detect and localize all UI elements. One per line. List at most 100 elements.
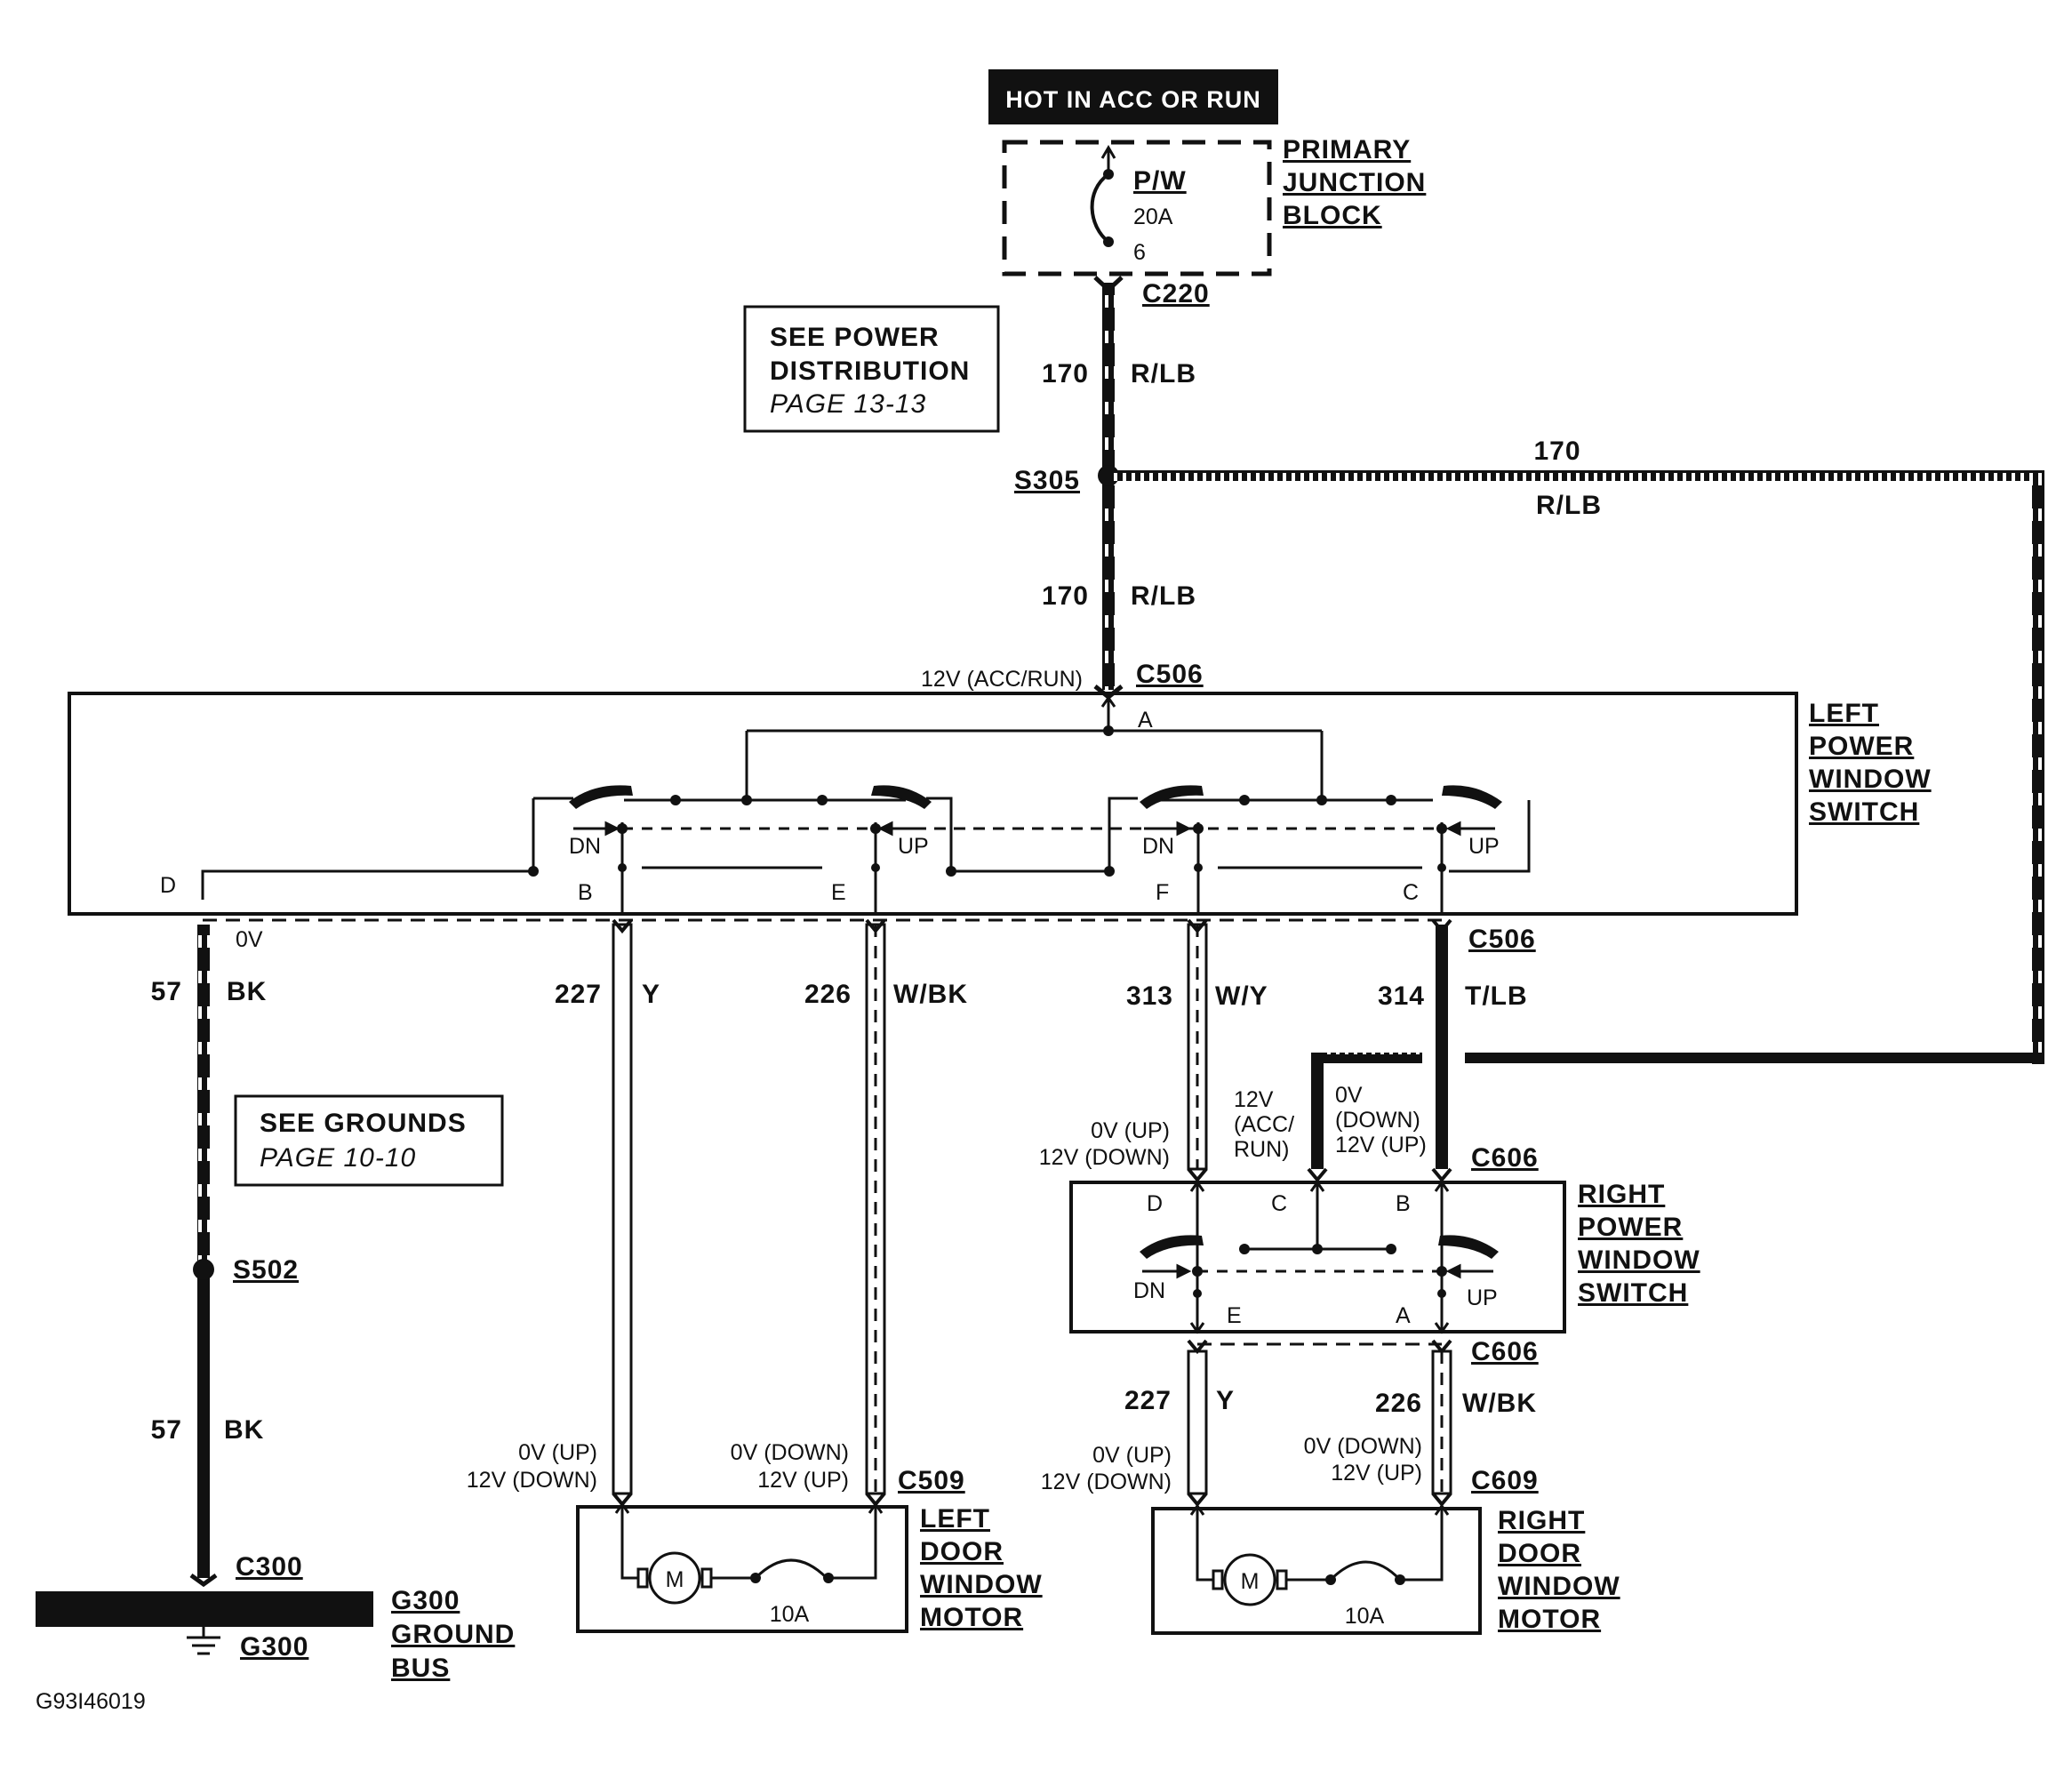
wire-313-color: W/Y — [1215, 981, 1268, 1011]
wire-313 — [1187, 923, 1208, 1171]
c606-bottom-terminals — [1187, 1339, 1452, 1355]
v-up0-c: 0V (UP) — [1092, 1443, 1172, 1468]
c606-top-label: C606 — [1471, 1143, 1539, 1173]
right-switch-pin-a: A — [1396, 1303, 1411, 1328]
grounds-ref-line-1: SEE GROUNDS — [260, 1109, 467, 1138]
wire-170-right-circuit: 170 — [1533, 436, 1580, 466]
ground-bus-line-3: BUS — [391, 1654, 450, 1683]
v-down12-b: 12V (DOWN) — [1039, 1145, 1170, 1170]
s502-label: S502 — [233, 1255, 299, 1285]
power-ref-line-3: PAGE 13-13 — [770, 389, 926, 419]
right-switch-title-2: POWER — [1578, 1213, 1683, 1242]
wire-170-upper-circuit: 170 — [1042, 359, 1089, 388]
v-up0-a: 0V (UP) — [518, 1440, 597, 1465]
right-switch-pin-b: B — [1396, 1191, 1411, 1216]
right-switch-contacts — [1140, 1235, 1499, 1298]
left-wire-terminals — [612, 918, 886, 934]
right-motor-title-3: WINDOW — [1498, 1572, 1620, 1601]
left-switch-pin-c: C — [1403, 880, 1419, 905]
c300-connector — [189, 1573, 218, 1588]
v-up0-b: 0V (UP) — [1091, 1118, 1170, 1143]
left-switch-pin-b: B — [578, 880, 593, 905]
left-breaker-terminal-1 — [750, 1573, 761, 1583]
junction-block-label: PRIMARY JUNCTION BLOCK — [1283, 135, 1426, 230]
power-ref-line-2: DISTRIBUTION — [770, 356, 970, 386]
left-switch-pin-d: D — [160, 873, 176, 898]
c606-top-connector — [1187, 1167, 1452, 1183]
right-switch-up: UP — [1467, 1285, 1498, 1310]
v-down12-c: 12V (DOWN) — [1041, 1470, 1172, 1494]
junction-block-line-1: PRIMARY — [1283, 135, 1411, 164]
c220-label: C220 — [1142, 279, 1210, 308]
ground-bus-label: G300 GROUND BUS — [391, 1586, 515, 1683]
wire-57-upper — [197, 925, 210, 1264]
right-motor-symbol: M — [1241, 1569, 1260, 1594]
right-motor-title-1: RIGHT — [1498, 1506, 1585, 1535]
wire-227-left-color: Y — [642, 980, 660, 1009]
ground-bus-line-1: G300 — [391, 1586, 460, 1615]
v-up12-b: 12V (UP) — [1331, 1461, 1422, 1486]
wire-227-left-circuit: 227 — [555, 980, 602, 1009]
left-motor-title-3: WINDOW — [920, 1570, 1043, 1599]
right-switch-pin-d: D — [1147, 1191, 1163, 1216]
wire-57-lower-circuit: 57 — [151, 1415, 182, 1445]
junction-block-line-2: JUNCTION — [1283, 168, 1426, 197]
figure-id: G93I46019 — [36, 1689, 146, 1714]
c606-bottom-label: C606 — [1471, 1337, 1539, 1366]
left-switch-dn-2: DN — [1142, 834, 1174, 859]
wire-314-circuit: 314 — [1378, 981, 1425, 1011]
wire-57-upper-color: BK — [227, 977, 267, 1006]
wire-170-upper — [1102, 283, 1115, 496]
right-breaker-terminal-2 — [1395, 1574, 1405, 1585]
right-0v: 0V — [1335, 1083, 1363, 1108]
wire-227-left — [612, 923, 633, 1495]
wire-226-left-circuit: 226 — [804, 980, 852, 1009]
c506-bottom-label: C506 — [1468, 925, 1536, 954]
acc-12v: 12V — [1234, 1087, 1274, 1112]
c609-connector — [1187, 1492, 1452, 1508]
grounds-ref-line-2: PAGE 10-10 — [260, 1143, 416, 1173]
v-up12-a: 12V (UP) — [757, 1468, 849, 1493]
left-switch-title-1: LEFT — [1809, 699, 1879, 728]
wire-226-left-color: W/BK — [893, 980, 968, 1009]
wire-226-left — [865, 923, 886, 1495]
left-switch-title-3: WINDOW — [1809, 765, 1932, 794]
wire-226-right-color: W/BK — [1462, 1389, 1537, 1418]
left-motor-symbol: M — [666, 1567, 684, 1592]
wire-170-lower — [1102, 487, 1115, 690]
c509-label: C509 — [898, 1466, 965, 1495]
power-distribution-ref: SEE POWER DISTRIBUTION PAGE 13-13 — [743, 305, 1000, 433]
ground-bus-line-2: GROUND — [391, 1620, 515, 1649]
left-motor-title-4: MOTOR — [920, 1603, 1023, 1632]
wire-227-right-circuit: 227 — [1124, 1386, 1172, 1415]
s305-label: S305 — [1014, 466, 1080, 495]
left-switch-title-4: SWITCH — [1809, 797, 1919, 827]
right-breaker-rating: 10A — [1345, 1604, 1385, 1629]
wire-170-right-color: R/LB — [1536, 491, 1602, 520]
wire-170-lower-color: R/LB — [1131, 581, 1196, 611]
wire-313-circuit: 313 — [1126, 981, 1173, 1011]
wire-57-lower — [197, 1267, 210, 1578]
wire-227-right-color: Y — [1216, 1386, 1235, 1415]
wire-170-upper-color: R/LB — [1131, 359, 1196, 388]
wire-57-lower-color: BK — [224, 1415, 264, 1445]
left-switch-up-1: UP — [898, 834, 929, 859]
right-12v-up: 12V (UP) — [1335, 1133, 1427, 1157]
junction-block-box — [1002, 140, 1272, 276]
left-switch-title: LEFT POWER WINDOW SWITCH — [1809, 699, 1932, 827]
left-switch-up-2: UP — [1468, 834, 1500, 859]
c506-top-label: C506 — [1136, 660, 1204, 689]
right-switch-pin-c: C — [1271, 1191, 1287, 1216]
right-breaker-terminal-1 — [1325, 1574, 1336, 1585]
supply-header-text: HOT IN ACC OR RUN — [1005, 86, 1261, 113]
right-motor-title-4: MOTOR — [1498, 1605, 1601, 1634]
c300-label: C300 — [236, 1552, 303, 1582]
wire-314 — [1436, 925, 1448, 1169]
fuse — [1090, 145, 1116, 247]
power-ref-line-1: SEE POWER — [770, 323, 940, 352]
left-switch-box — [68, 692, 1798, 916]
right-switch-title-4: SWITCH — [1578, 1278, 1688, 1308]
right-switch-arrows — [1142, 1263, 1493, 1279]
v-down12-a: 12V (DOWN) — [467, 1468, 597, 1493]
